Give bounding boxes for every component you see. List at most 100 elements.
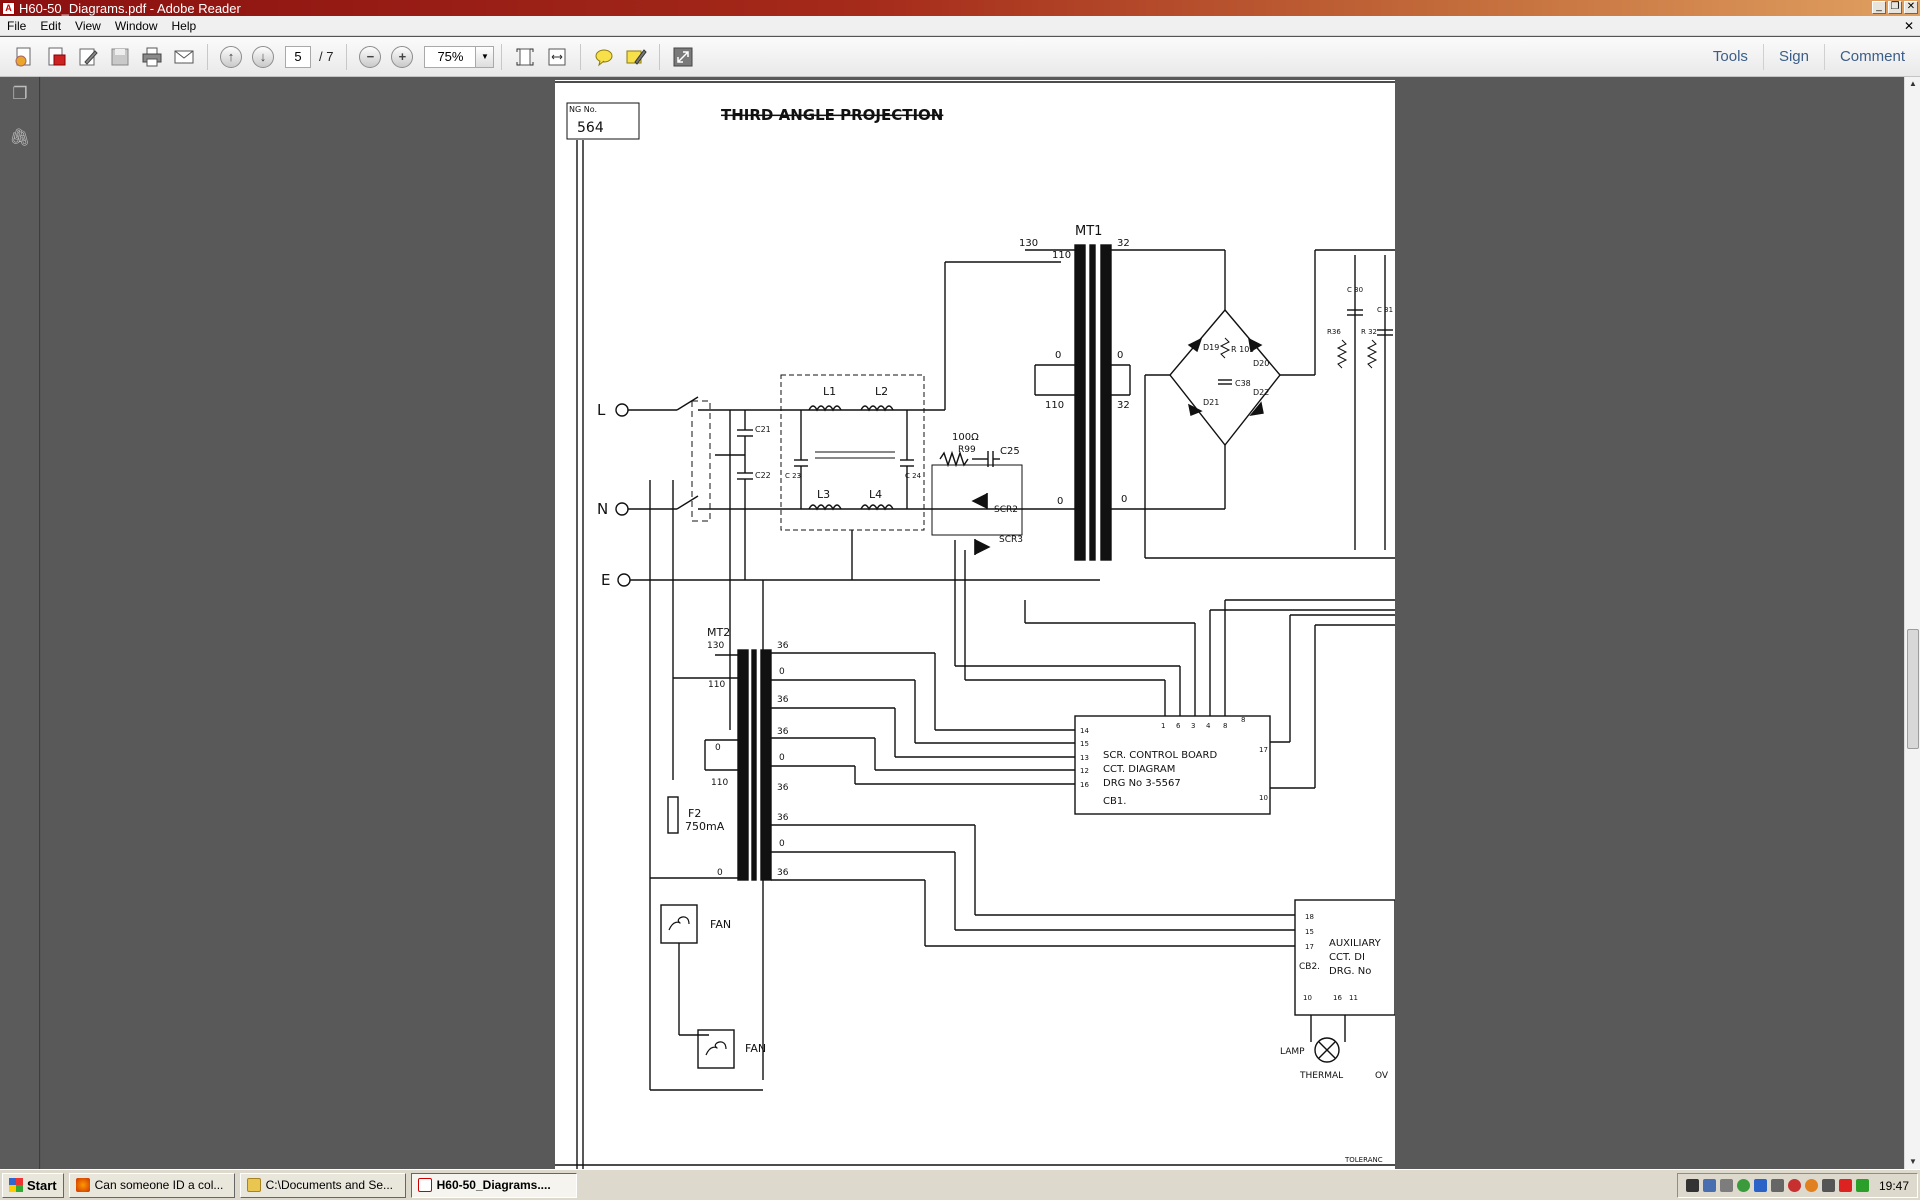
- sticky-note-icon[interactable]: [590, 43, 618, 71]
- maximize-button[interactable]: ❐: [1888, 1, 1902, 14]
- cb1-pin: 14: [1080, 727, 1089, 735]
- folder-icon: [246, 1178, 261, 1192]
- cb1-pin: 16: [1080, 781, 1089, 789]
- tray-arrow-icon[interactable]: [1838, 1179, 1852, 1192]
- edit-icon[interactable]: [74, 43, 102, 71]
- resistor-r36-label: R36: [1327, 328, 1341, 336]
- menu-view[interactable]: View: [75, 18, 101, 33]
- windows-logo-icon: [9, 1178, 23, 1192]
- minimize-button[interactable]: _: [1872, 1, 1886, 14]
- drawing-no-label: NG No.: [569, 105, 597, 114]
- clock: 19:47: [1878, 1178, 1909, 1193]
- taskbar-item-explorer[interactable]: C:\Documents and Se...: [239, 1172, 406, 1198]
- tray-update-icon[interactable]: [1804, 1179, 1818, 1192]
- taskbar: Start Can someone ID a col... C:\Documen…: [0, 1169, 1920, 1200]
- toolbar-separator: [207, 43, 208, 70]
- tab-comment[interactable]: Comment: [1823, 44, 1920, 70]
- navigation-pane: ❐ 🖇: [0, 77, 40, 1169]
- taskbar-item-label: C:\Documents and Se...: [265, 1178, 394, 1192]
- page-number-input[interactable]: 5: [285, 45, 311, 68]
- pdf-icon: [417, 1178, 432, 1192]
- menu-help[interactable]: Help: [171, 18, 197, 33]
- fit-page-icon[interactable]: [511, 43, 539, 71]
- zoom-in-icon[interactable]: +: [388, 43, 416, 71]
- fit-width-icon[interactable]: [543, 43, 571, 71]
- toolbar-separator: [580, 43, 582, 70]
- cb2-pin: 11: [1349, 994, 1358, 1002]
- email-icon[interactable]: [170, 43, 198, 71]
- mt1-tap-110: 110: [1052, 250, 1071, 261]
- tray-alert-icon[interactable]: [1787, 1179, 1801, 1192]
- tray-bluetooth-icon[interactable]: [1753, 1179, 1767, 1192]
- export-icon[interactable]: [42, 43, 70, 71]
- tray-monitor-icon[interactable]: [1719, 1179, 1733, 1192]
- taskbar-item-adobe-reader[interactable]: H60-50_Diagrams....: [410, 1172, 577, 1198]
- zoom-out-icon[interactable]: −: [356, 43, 384, 71]
- tray-u-icon[interactable]: [1855, 1179, 1869, 1192]
- vertical-scrollbar[interactable]: ▲ ▼: [1904, 77, 1920, 1169]
- tray-volume-icon[interactable]: [1770, 1179, 1784, 1192]
- attachments-icon[interactable]: 🖇: [9, 128, 31, 147]
- start-button[interactable]: Start: [2, 1172, 64, 1198]
- tray-status-icon[interactable]: [1736, 1179, 1750, 1192]
- cap-c22-label: C22: [755, 471, 771, 480]
- mt1-tap-32b: 32: [1117, 400, 1130, 411]
- mt1-tap-0c: 0: [1057, 496, 1063, 507]
- menu-edit[interactable]: Edit: [40, 18, 62, 33]
- print-icon[interactable]: [138, 43, 166, 71]
- cb1-pin: 15: [1080, 740, 1089, 748]
- cb2-pin: 10: [1303, 994, 1312, 1002]
- menu-bar: File Edit View Window Help ✕: [0, 16, 1920, 36]
- create-pdf-icon[interactable]: [10, 43, 38, 71]
- full-screen-icon[interactable]: [669, 43, 697, 71]
- cb2-line2: CCT. DI: [1329, 952, 1365, 963]
- projection-header: THIRD ANGLE PROJECTION: [721, 106, 943, 124]
- taskbar-item-firefox[interactable]: Can someone ID a col...: [68, 1172, 235, 1198]
- tray-usb-icon[interactable]: [1821, 1179, 1835, 1192]
- cb2-pin: 16: [1333, 994, 1342, 1002]
- mt1-tap-0b: 0: [1117, 350, 1123, 361]
- scroll-down-icon[interactable]: ▼: [1909, 1157, 1917, 1166]
- mt1-tap-0d: 0: [1121, 494, 1127, 505]
- scroll-up-icon[interactable]: ▲: [1909, 79, 1917, 88]
- save-icon[interactable]: [106, 43, 134, 71]
- cap-c25-label: C25: [1000, 446, 1020, 457]
- lamp-label: LAMP: [1280, 1047, 1305, 1057]
- close-document-button[interactable]: ✕: [1903, 19, 1914, 33]
- page-thumbnails-icon[interactable]: ❐: [12, 84, 28, 103]
- mt2-tap-130: 130: [707, 641, 724, 651]
- cb1-pin: 4: [1206, 722, 1211, 730]
- tab-tools[interactable]: Tools: [1712, 48, 1748, 65]
- resistor-r32-label: R 32: [1361, 328, 1377, 336]
- tab-sign[interactable]: Sign: [1762, 44, 1824, 70]
- thermal-label: THERMAL: [1299, 1071, 1343, 1081]
- previous-page-icon[interactable]: ↑: [217, 43, 245, 71]
- toolbar-separator: [501, 43, 503, 70]
- tray-network-icon[interactable]: [1702, 1179, 1716, 1192]
- inductor-l4-label: L4: [869, 488, 882, 501]
- mt2-tap-0b: 0: [717, 868, 723, 878]
- pdf-page: NG No. 564 THIRD ANGLE PROJECTION TOLERA…: [555, 80, 1395, 1169]
- scroll-thumb[interactable]: [1907, 629, 1919, 749]
- close-button[interactable]: ✕: [1904, 1, 1918, 14]
- cb1-pin: 10: [1259, 794, 1268, 802]
- mt2-sec-0a: 0: [779, 667, 785, 677]
- menu-file[interactable]: File: [7, 18, 27, 33]
- document-viewer[interactable]: NG No. 564 THIRD ANGLE PROJECTION TOLERA…: [41, 77, 1904, 1169]
- fuse-value-label: 750mA: [685, 820, 725, 833]
- tray-app-icon[interactable]: [1685, 1179, 1699, 1192]
- diode-d21-label: D21: [1203, 398, 1219, 407]
- mt1-tap-0a: 0: [1055, 350, 1061, 361]
- next-page-icon[interactable]: ↓: [249, 43, 277, 71]
- fan2-label: FAN: [745, 1042, 766, 1055]
- page-total: / 7: [319, 49, 334, 64]
- highlight-icon[interactable]: [622, 43, 650, 71]
- cb1-pin: 12: [1080, 767, 1089, 775]
- zoom-dropdown-icon[interactable]: ▼: [476, 45, 495, 68]
- title-bar: A H60-50_Diagrams.pdf - Adobe Reader _ ❐…: [0, 0, 1920, 16]
- zoom-input[interactable]: 75%: [424, 45, 477, 68]
- cap-c23-label: C 23: [785, 472, 801, 480]
- menu-window[interactable]: Window: [114, 18, 158, 33]
- mt2-sec-36c: 36: [777, 727, 789, 737]
- adobe-reader-icon: A: [2, 1, 15, 15]
